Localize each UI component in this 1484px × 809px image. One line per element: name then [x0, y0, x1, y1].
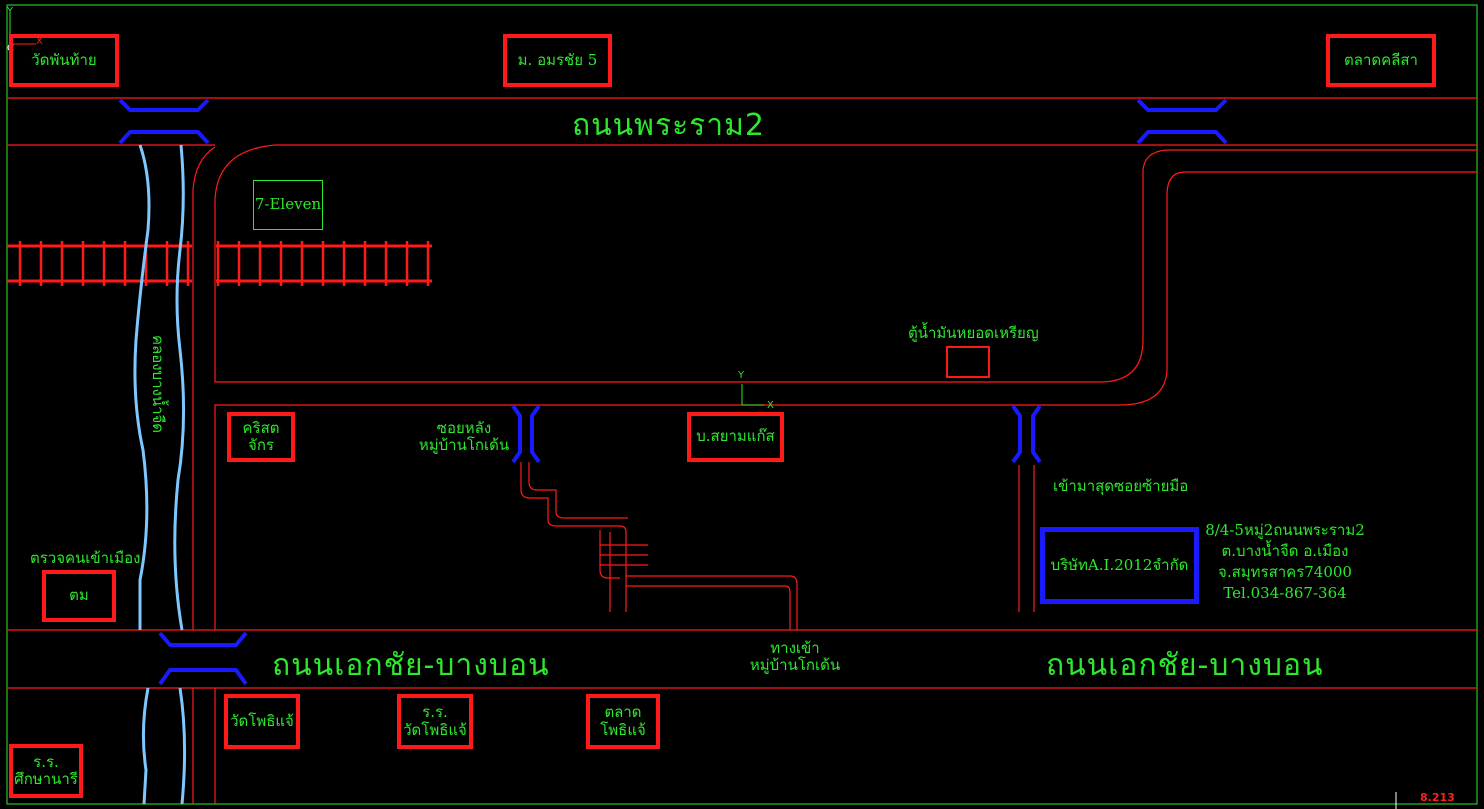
seven-eleven-label: 7-Eleven — [254, 195, 322, 214]
road-label-ekachai-left: ถนนเอกชัย-บางบอน — [272, 648, 550, 683]
school-suksa-line2: ศึกษานารี — [14, 770, 78, 788]
wat-phan-thai-label: วัดพันท้าย — [31, 50, 97, 69]
address-line3: จ.สมุทรสาคร74000 — [1218, 563, 1352, 581]
ucs-icon-center — [741, 384, 764, 406]
canal-label: คลองบางน้ำจืด — [149, 335, 167, 434]
landmark-kritsadachak: คริสตจักร — [227, 412, 295, 462]
wat-pho-chae-label: วัดโพธิแจ้ — [230, 711, 294, 730]
moo-ammarin-label: ม. อมรชัย 5 — [517, 50, 598, 69]
kritsadachak-label: คริสตจักร — [242, 418, 280, 454]
entrance-label: ทางเข้า หมู่บ้านโกเด้น — [740, 639, 850, 675]
ucs-y-label: Y — [7, 6, 14, 17]
landmark-market-pho-chae: ตลาดโพธิแจ้ — [586, 694, 660, 749]
school-pho-line2: วัดโพธิแจ้ — [403, 720, 467, 739]
back-soi-line2: หมู่บ้านโกเด้น — [418, 436, 510, 455]
school-pho-line1: ร.ร. — [422, 703, 448, 722]
company-name: บริษัทA.I.2012จำกัด — [1050, 555, 1189, 574]
drawing-frame — [6, 4, 1478, 805]
railway-ties — [18, 241, 430, 286]
ucs-center-x-label: X — [767, 400, 774, 411]
landmark-wat-phan-thai: วัดพันท้าย — [9, 34, 119, 87]
address-line2: ต.บางน้ำจืด อ.เมือง — [1221, 542, 1349, 560]
ucs-center-y-label: Y — [738, 370, 745, 381]
internal-roads — [192, 144, 1477, 804]
oil-pump-label: ตู้น้ำมันหยอดเหรียญ — [908, 324, 1039, 342]
back-soi-label: ซอยหลัง หมู่บ้านโกเด้น — [412, 419, 516, 455]
bridges — [118, 98, 1228, 686]
company-address: 8/4-5หมู่2ถนนพระราม2 ต.บางน้ำจืด อ.เมือง… — [1200, 520, 1370, 604]
entrance-line2: หมู่บ้านโกเด้น — [749, 656, 841, 675]
rama2-road — [7, 97, 1477, 146]
landmark-school-suksa: ร.ร.ศึกษานารี — [9, 744, 83, 798]
canal-river — [133, 144, 187, 805]
school-suksa-line1: ร.ร. — [33, 752, 59, 771]
ucs-x-label: X — [36, 36, 43, 47]
landmark-siam-gas: บ.สยามแก๊ส — [687, 412, 784, 462]
siam-gas-label: บ.สยามแก๊ส — [696, 427, 775, 446]
talat-khlong-label: ตลาดคลีสา — [1344, 50, 1418, 69]
company-box: บริษัทA.I.2012จำกัด — [1040, 527, 1199, 604]
landmark-seven-eleven: 7-Eleven — [253, 180, 323, 230]
landmark-immigration: ตม — [42, 570, 116, 622]
landmark-oil-pump-box — [946, 346, 990, 378]
company-phone: Tel.034-867-364 — [1223, 584, 1347, 602]
immigration-label: ตรวจคนเข้าเมือง — [30, 549, 141, 567]
address-line1: 8/4-5หมู่2ถนนพระราม2 — [1205, 521, 1365, 539]
market-pho-line2: โพธิแจ้ — [600, 720, 646, 739]
road-label-ekachai-right: ถนนเอกชัย-บางบอน — [1046, 648, 1324, 683]
landmark-school-pho-chae: ร.ร.วัดโพธิแจ้ — [397, 694, 473, 749]
road-label-rama2: ถนนพระราม2 — [572, 108, 766, 143]
enter-end-soi-label: เข้ามาสุดซอยซ้ายมือ — [1053, 477, 1189, 495]
back-soi-line1: ซอยหลัง — [436, 419, 492, 437]
ekachai-road — [7, 629, 1477, 689]
landmark-moo-ammarin: ม. อมรชัย 5 — [503, 34, 612, 87]
scale-readout: 8.213 — [1420, 791, 1455, 804]
market-pho-line1: ตลาด — [604, 703, 642, 722]
landmark-wat-pho-chae: วัดโพธิแจ้ — [224, 694, 300, 749]
immigration-box-label: ตม — [69, 586, 89, 605]
entrance-line1: ทางเข้า — [770, 639, 820, 657]
landmark-talat-khlong: ตลาดคลีสา — [1326, 34, 1436, 87]
railway — [7, 244, 432, 283]
